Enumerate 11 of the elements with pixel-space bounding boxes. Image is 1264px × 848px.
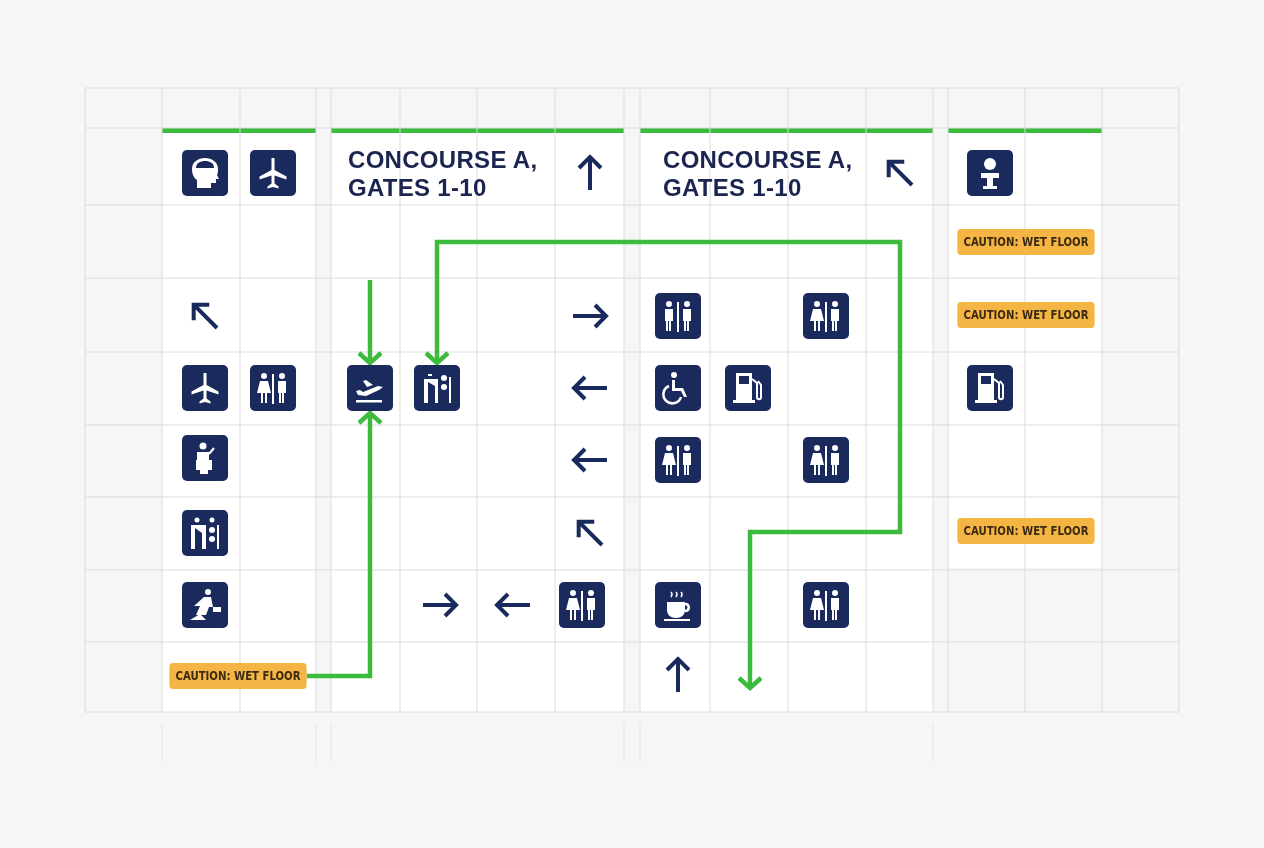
- route-arrow: [356, 280, 384, 366]
- gate-icon: [414, 365, 460, 411]
- caution-label: CAUTION: WET FLOOR: [957, 518, 1095, 544]
- concourse-heading: CONCOURSE A, GATES 1-10: [348, 146, 548, 202]
- caution-label: CAUTION: WET FLOOR: [957, 229, 1095, 255]
- route-arrow: [423, 239, 903, 691]
- departure-icon: [347, 365, 393, 411]
- caution-label: CAUTION: WET FLOOR: [957, 302, 1095, 328]
- route-arrow: [306, 410, 384, 679]
- concourse-heading: CONCOURSE A, GATES 1-10: [663, 146, 863, 202]
- caution-label: CAUTION: WET FLOOR: [169, 663, 307, 689]
